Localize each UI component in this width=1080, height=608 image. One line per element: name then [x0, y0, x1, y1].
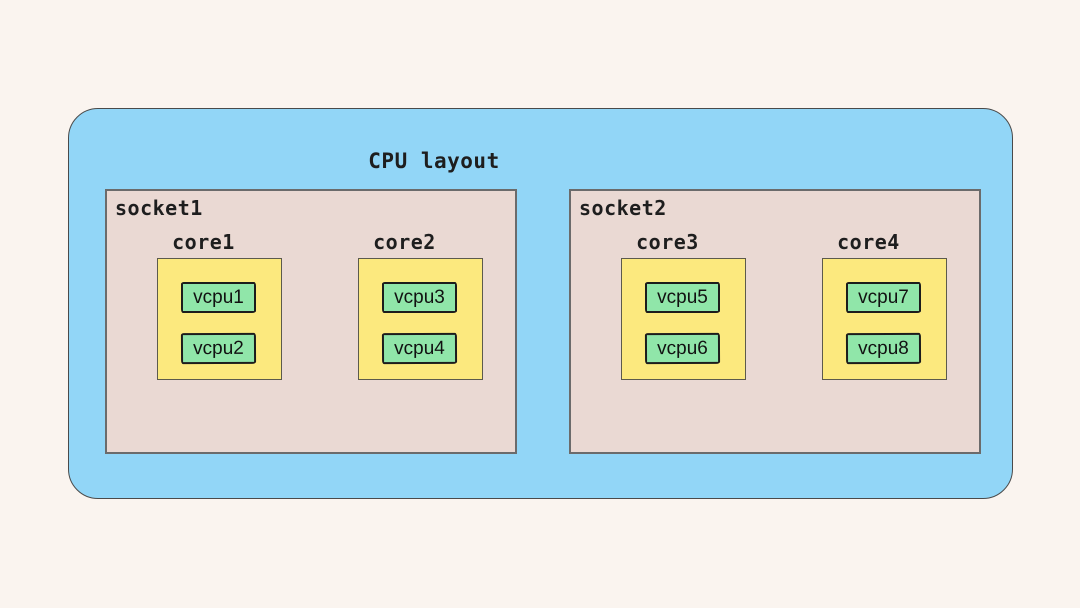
- vcpu2-box: vcpu2: [180, 332, 257, 365]
- vcpu5-box: vcpu5: [645, 282, 720, 313]
- core3-box: core3 vcpu5 vcpu6: [621, 230, 746, 380]
- vcpu1-box: vcpu1: [181, 282, 256, 313]
- core3-label: core3: [636, 230, 699, 254]
- core2-box: core2 vcpu3 vcpu4: [358, 230, 483, 380]
- core1-box: core1 vcpu1 vcpu2: [157, 230, 282, 380]
- vcpu7-box: vcpu7: [846, 282, 921, 313]
- core4-box: core4 vcpu7 vcpu8: [822, 230, 947, 380]
- core2-label: core2: [373, 230, 436, 254]
- core1-label: core1: [172, 230, 235, 254]
- vcpu6-box: vcpu6: [644, 332, 721, 365]
- socket1-label: socket1: [115, 196, 203, 220]
- socket2-box: socket2 core3 vcpu5 vcpu6 core4 vcpu7 vc…: [569, 189, 981, 454]
- vcpu3-box: vcpu3: [382, 282, 457, 313]
- socket2-label: socket2: [579, 196, 667, 220]
- vcpu8-box: vcpu8: [845, 332, 922, 365]
- socket1-box: socket1 core1 vcpu1 vcpu2 core2 vcpu3 vc…: [105, 189, 517, 454]
- cpu-layout-title: CPU layout: [368, 149, 500, 173]
- cpu-layout-box: CPU layout socket1 core1 vcpu1 vcpu2 cor…: [68, 108, 1013, 499]
- vcpu4-box: vcpu4: [381, 332, 458, 365]
- core4-label: core4: [837, 230, 900, 254]
